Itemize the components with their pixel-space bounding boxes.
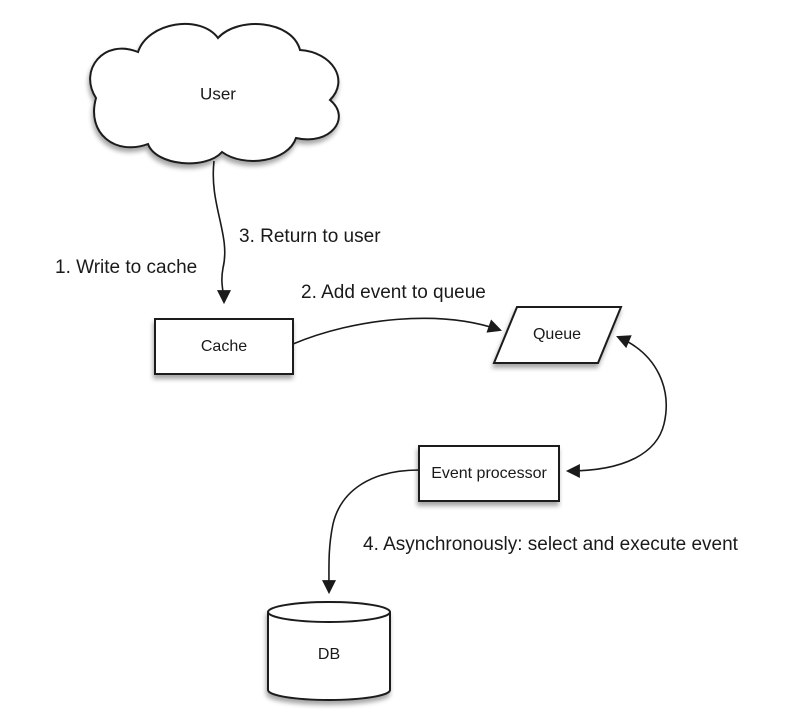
user-cloud <box>89 23 340 165</box>
edge-user-to-cache <box>212 160 231 305</box>
event-processor-label: Event processor <box>431 465 547 483</box>
event-processor-box <box>418 445 560 502</box>
edge-cache-to-queue <box>292 317 502 345</box>
step-1-label: 1. Write to cache <box>55 257 198 279</box>
queue-parallelogram <box>492 306 623 364</box>
cache-box <box>154 318 294 375</box>
edge-event-processor-to-db <box>321 469 420 595</box>
db-cylinder <box>267 601 391 701</box>
cache-label: Cache <box>200 338 248 356</box>
queue-label: Queue <box>532 326 582 344</box>
db-label: DB <box>317 646 341 664</box>
step-4-label: 4. Asynchronously: select and execute ev… <box>363 534 738 556</box>
edge-queue-event-processor-bidirectional <box>565 335 667 478</box>
step-3-label: 3. Return to user <box>239 226 381 248</box>
step-2-label: 2. Add event to queue <box>301 282 486 304</box>
user-label: User <box>200 84 236 104</box>
